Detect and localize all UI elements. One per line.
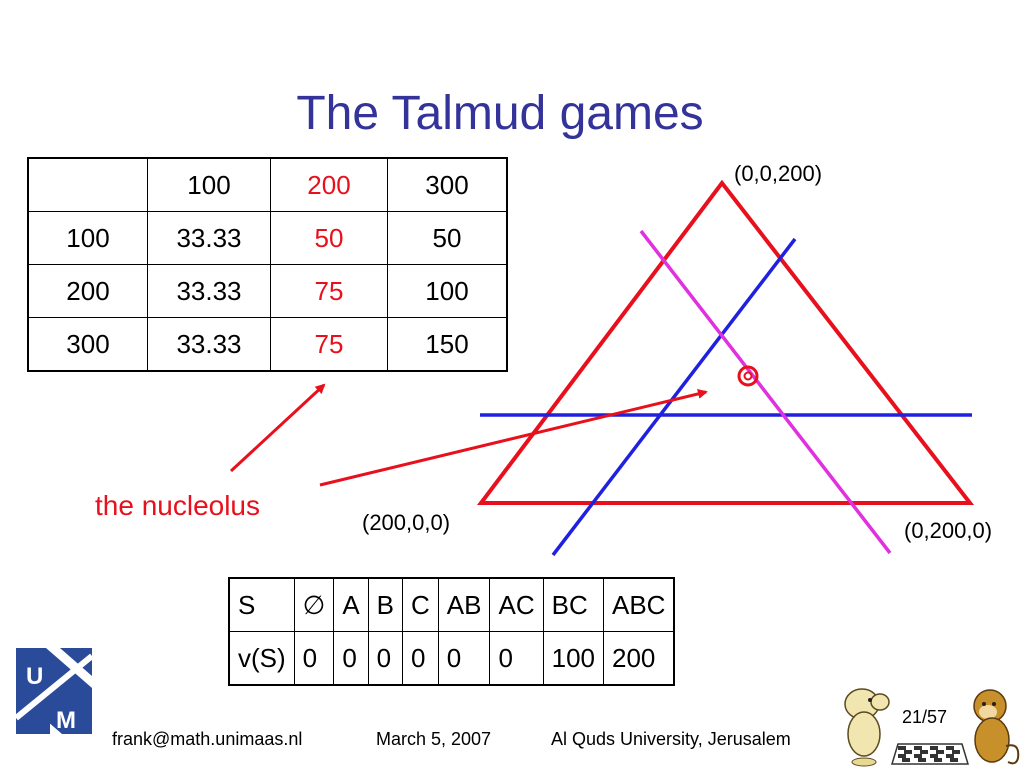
coalition-table: S ∅ A B C AB AC BC ABC v(S) 0 0 0 0 0 0 … bbox=[228, 577, 676, 686]
table-row: 300 33.33 75 150 bbox=[27, 317, 508, 372]
table-row: v(S) 0 0 0 0 0 0 100 200 bbox=[228, 631, 675, 686]
logo-letter-m: M bbox=[56, 707, 76, 734]
arrow-to-nucleolus bbox=[319, 389, 708, 487]
table-cell: 33.33 bbox=[147, 317, 271, 372]
nucleolus-label: the nucleolus bbox=[95, 490, 261, 521]
vertex-label-top: (0,0,200) bbox=[734, 161, 823, 186]
table-cell: AB bbox=[437, 577, 491, 632]
footer-email: frank@math.unimaas.nl bbox=[112, 729, 303, 749]
table-cell: 33.33 bbox=[147, 264, 271, 318]
table-cell: ∅ bbox=[293, 577, 335, 632]
table-cell: 100 bbox=[542, 631, 605, 686]
triangle-outline bbox=[476, 179, 975, 505]
table-cell: AC bbox=[489, 577, 544, 632]
table-cell: 200 bbox=[603, 631, 675, 686]
arrow-to-table bbox=[229, 383, 326, 473]
table-cell: 0 bbox=[293, 631, 335, 686]
table-cell: v(S) bbox=[228, 631, 295, 686]
table-cell: 50 bbox=[270, 211, 388, 265]
table-cell: A bbox=[333, 577, 369, 632]
table-cell: 100 bbox=[387, 264, 508, 318]
left-monkey-icon bbox=[844, 688, 890, 767]
table-cell: 200 bbox=[270, 157, 388, 212]
table-cell: 100 bbox=[27, 211, 148, 265]
table-row: S ∅ A B C AB AC BC ABC bbox=[228, 577, 675, 632]
chessboard-icon bbox=[890, 743, 970, 765]
payoff-table: 100 200 300 100 33.33 50 50 200 33.33 75… bbox=[27, 157, 508, 372]
logo-letter-u: U bbox=[26, 663, 43, 690]
table-cell: 75 bbox=[270, 264, 388, 318]
table-cell: 50 bbox=[387, 211, 508, 265]
table-cell: 300 bbox=[27, 317, 148, 372]
blue-diagonal-line bbox=[551, 237, 797, 557]
table-row: 200 33.33 75 100 bbox=[27, 264, 508, 318]
right-monkey-icon bbox=[973, 689, 1020, 765]
vertex-label-left: (200,0,0) bbox=[362, 510, 451, 535]
slide-title: The Talmud games bbox=[296, 87, 704, 140]
magenta-diagonal-line bbox=[639, 229, 892, 555]
table-cell: S bbox=[228, 577, 295, 632]
table-cell: 100 bbox=[147, 157, 271, 212]
table-cell: 0 bbox=[333, 631, 369, 686]
page-number: 21/57 bbox=[902, 707, 948, 727]
nucleolus-marker-center bbox=[743, 371, 753, 381]
table-cell: B bbox=[367, 577, 404, 632]
table-cell: 0 bbox=[437, 631, 491, 686]
footer-date: March 5, 2007 bbox=[376, 729, 492, 749]
footer-venue: Al Quds University, Jerusalem bbox=[551, 729, 791, 749]
nucleolus-marker-icon bbox=[737, 365, 759, 387]
table-cell: 0 bbox=[402, 631, 439, 686]
table-cell: 200 bbox=[27, 264, 148, 318]
table-cell: 0 bbox=[489, 631, 544, 686]
table-cell: BC bbox=[542, 577, 605, 632]
table-cell: 0 bbox=[367, 631, 404, 686]
vertex-label-right: (0,200,0) bbox=[904, 518, 993, 543]
table-cell: ABC bbox=[603, 577, 675, 632]
table-cell: 150 bbox=[387, 317, 508, 372]
um-logo: U M bbox=[16, 648, 92, 734]
table-cell: 300 bbox=[387, 157, 508, 212]
table-cell: 75 bbox=[270, 317, 388, 372]
table-cell: C bbox=[402, 577, 439, 632]
mascot-chess-illustration bbox=[844, 688, 1020, 767]
